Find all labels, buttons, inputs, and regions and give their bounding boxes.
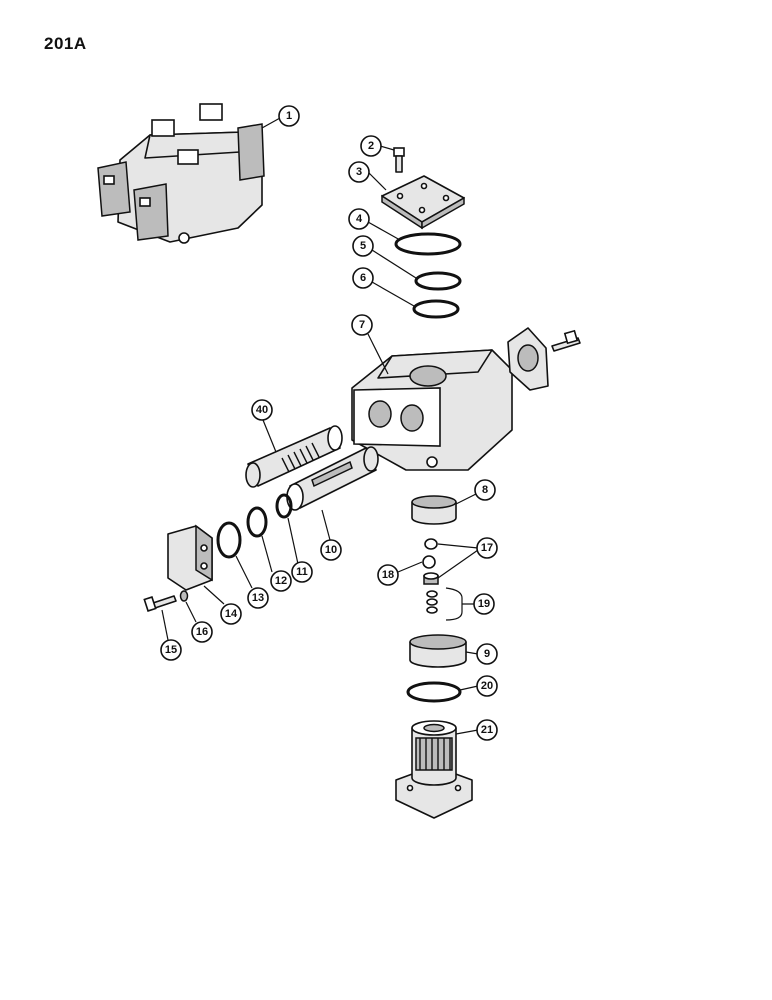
side-flange	[507, 327, 581, 391]
backup-ring	[414, 271, 462, 291]
callout-12: 12	[270, 570, 292, 592]
svg-text:5: 5	[360, 240, 366, 252]
callout-3: 3	[348, 161, 370, 183]
svg-text:21: 21	[481, 724, 493, 736]
callout-19: 19	[473, 593, 495, 615]
callout-11: 11	[291, 561, 313, 583]
svg-text:40: 40	[256, 404, 268, 416]
callout-2: 2	[360, 135, 382, 157]
callout-16: 16	[191, 621, 213, 643]
callout-7: 7	[351, 314, 373, 336]
end-cap	[167, 524, 225, 605]
callout-18: 18	[377, 564, 399, 586]
callout-13: 13	[247, 587, 269, 609]
valve-assembly	[97, 103, 281, 244]
callout-20: 20	[476, 675, 498, 697]
cap-screw	[143, 595, 177, 641]
svg-text:17: 17	[481, 542, 493, 554]
svg-text:13: 13	[252, 592, 264, 604]
callout-4: 4	[348, 208, 370, 230]
callout-1: 1	[278, 105, 300, 127]
svg-text:10: 10	[325, 544, 337, 556]
spool-seal-large	[216, 521, 242, 559]
svg-text:9: 9	[484, 648, 490, 660]
callout-21: 21	[476, 719, 498, 741]
bolt	[379, 145, 405, 173]
callout-40: 40	[251, 399, 273, 421]
valve-housing	[351, 333, 513, 471]
svg-text:20: 20	[481, 680, 493, 692]
svg-text:7: 7	[359, 319, 365, 331]
svg-text:2: 2	[368, 140, 374, 152]
callout-15: 15	[160, 639, 182, 661]
callout-14: 14	[220, 603, 242, 625]
splined-shaft	[395, 720, 479, 819]
svg-text:18: 18	[382, 569, 394, 581]
svg-text:14: 14	[225, 608, 238, 620]
ring-seal	[406, 681, 462, 703]
svg-text:11: 11	[296, 566, 308, 578]
svg-text:8: 8	[482, 484, 488, 496]
svg-text:12: 12	[275, 575, 287, 587]
washer	[179, 590, 197, 623]
page-number: 201A	[44, 34, 87, 53]
svg-text:4: 4	[356, 213, 363, 225]
cover-plate	[367, 171, 465, 230]
svg-text:15: 15	[165, 644, 177, 656]
sleeve	[411, 493, 477, 525]
spool-seal-medium	[246, 506, 268, 538]
callout-6: 6	[352, 267, 374, 289]
o-ring-large	[394, 232, 462, 256]
callout-9: 9	[476, 643, 498, 665]
svg-text:16: 16	[196, 626, 208, 638]
svg-text:3: 3	[356, 166, 362, 178]
bushing	[409, 634, 479, 668]
callout-8: 8	[474, 479, 496, 501]
seal-ring	[412, 299, 460, 319]
svg-text:19: 19	[478, 598, 490, 610]
callout-17: 17	[476, 537, 498, 559]
callout-5: 5	[352, 235, 374, 257]
grooved-spool	[245, 419, 343, 488]
spool-seal-small	[275, 493, 293, 519]
svg-text:1: 1	[286, 110, 292, 122]
svg-text:6: 6	[360, 272, 366, 284]
check-valve-parts	[397, 538, 479, 621]
callout-10: 10	[320, 539, 342, 561]
